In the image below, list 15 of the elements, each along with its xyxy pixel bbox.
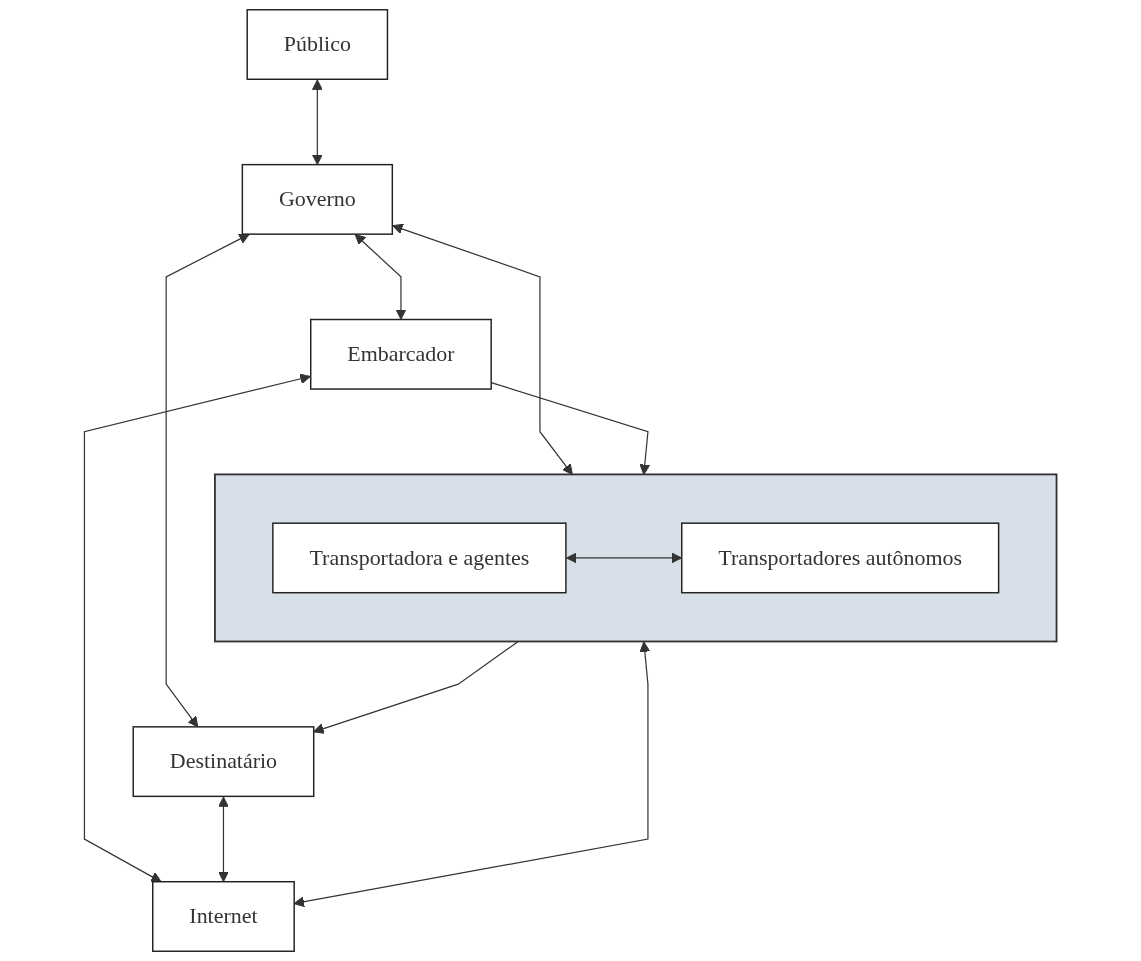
node-box: Embarcador: [310, 318, 492, 390]
node-box: Público: [246, 9, 389, 80]
node-box: Internet: [152, 881, 295, 952]
node-box: Transportadores autônomos: [681, 522, 1000, 594]
arrow: [83, 373, 311, 883]
node-box: Governo: [241, 163, 394, 235]
arrow: [165, 233, 250, 728]
arrow: [311, 79, 323, 166]
node-box: Destinatário: [132, 726, 315, 798]
arrow: [313, 640, 519, 734]
arrow: [218, 796, 229, 883]
cluster: [214, 473, 1058, 643]
arrow: [354, 234, 407, 320]
node-box: Transportadora e agentes: [272, 522, 567, 594]
arrow: [392, 223, 573, 475]
